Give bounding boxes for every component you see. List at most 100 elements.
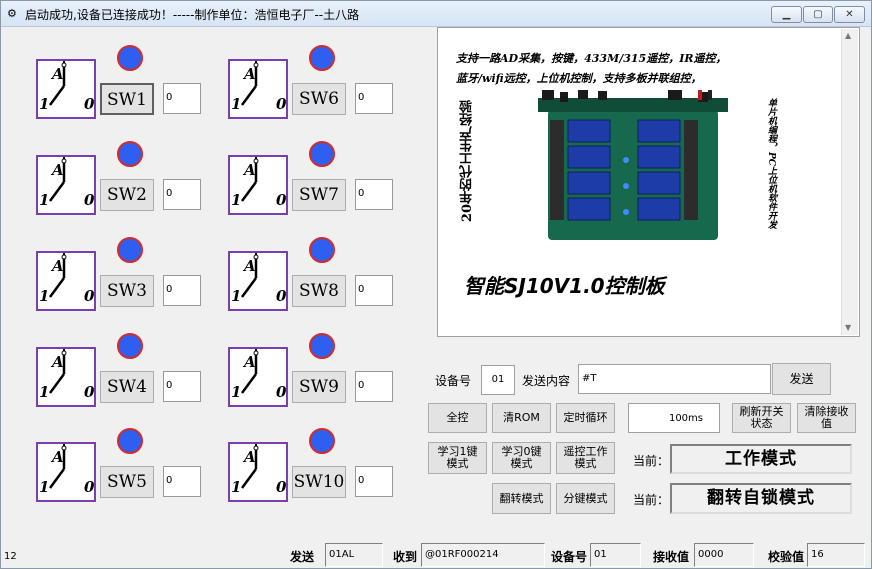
switch-letter-left: 1: [231, 191, 241, 209]
status-led-icon: [309, 237, 335, 263]
switch-value-input-5[interactable]: 0: [163, 466, 201, 497]
switch-letter-right: 0: [276, 95, 286, 113]
switch-letter-left: 1: [39, 191, 49, 209]
status-recv-label: 收到: [393, 550, 418, 564]
refresh-switch-button[interactable]: 刷新开关状态: [732, 403, 791, 433]
all-control-button[interactable]: 全控: [428, 403, 487, 433]
scroll-down-icon[interactable]: ▼: [845, 323, 852, 332]
switch-button-10[interactable]: SW10: [292, 466, 346, 498]
status-bar: 12 发送 01AL 收到 @01RF000214 设备号 01 接收值 000…: [1, 541, 871, 569]
send-content-input[interactable]: #T: [578, 364, 771, 394]
device-no-input[interactable]: 01: [481, 365, 515, 395]
window-title: 启动成功,设备已连接成功！-----制作单位：浩恒电子厂--土八路: [25, 8, 360, 22]
switch-button-9[interactable]: SW9: [292, 371, 346, 403]
banner-vertical-right: 单片机编程，PC上位机软件开发: [766, 98, 776, 229]
status-send-value: 01AL: [325, 543, 383, 567]
switch-letter-left: 1: [231, 383, 241, 401]
switch-letter-left: 1: [39, 95, 49, 113]
switch-value-input-3[interactable]: 0: [163, 275, 201, 306]
flip-mode-button[interactable]: 翻转模式: [492, 483, 551, 514]
switch-letter-right: 0: [84, 191, 94, 209]
app-icon: ⚙: [7, 7, 17, 20]
send-content-label: 发送内容: [522, 374, 571, 388]
switch-letter-left: 1: [231, 95, 241, 113]
switch-letter-right: 0: [84, 383, 94, 401]
status-led-icon: [117, 141, 143, 167]
switch-letter-right: 0: [276, 287, 286, 305]
product-banner: 支持一路AD采集，按键，433M/315遥控，IR遥控， 蓝牙/wifi远控，上…: [437, 27, 860, 337]
switch-button-2[interactable]: SW2: [100, 179, 154, 211]
maximize-button[interactable]: ▢: [803, 6, 833, 23]
switch-value-input-7[interactable]: 0: [355, 179, 393, 210]
switch-letter-right: 0: [276, 478, 286, 496]
banner-line-1: 支持一路AD采集，按键，433M/315遥控，IR遥控，: [456, 52, 727, 65]
switch-button-8[interactable]: SW8: [292, 275, 346, 307]
switch-letter-left: 1: [231, 478, 241, 496]
banner-scrollbar[interactable]: ▲ ▼: [841, 29, 858, 335]
learn0-button[interactable]: 学习0键模式: [492, 442, 551, 474]
banner-title: 智能SJ10V1.0控制板: [464, 274, 665, 298]
status-recv-value: @01RF000214: [421, 543, 545, 567]
switch-letter-left: 1: [39, 478, 49, 496]
switch-button-5[interactable]: SW5: [100, 466, 154, 498]
status-led-icon: [309, 45, 335, 71]
switch-button-4[interactable]: SW4: [100, 371, 154, 403]
learn1-button[interactable]: 学习1键模式: [428, 442, 487, 474]
switch-value-input-6[interactable]: 0: [355, 83, 393, 114]
switch-letter-top: A: [50, 257, 64, 275]
title-bar[interactable]: ⚙ 启动成功,设备已连接成功！-----制作单位：浩恒电子厂--土八路 ▁ ▢ …: [1, 1, 871, 27]
status-device-label: 设备号: [551, 550, 588, 564]
switch-button-3[interactable]: SW3: [100, 275, 154, 307]
switch-value-input-9[interactable]: 0: [355, 371, 393, 402]
switch-letter-top: A: [50, 65, 64, 83]
status-led-icon: [309, 333, 335, 359]
remote-work-button[interactable]: 遥控工作模式: [556, 442, 615, 474]
interval-input[interactable]: 100ms: [628, 403, 720, 433]
switch-letter-right: 0: [84, 95, 94, 113]
status-led-icon: [117, 428, 143, 454]
status-checksum-label: 校验值: [768, 550, 805, 564]
current-mode-label-2: 当前：: [633, 493, 670, 507]
clear-rom-button[interactable]: 清ROM: [492, 403, 551, 433]
split-key-button[interactable]: 分键模式: [556, 483, 615, 514]
minimize-button[interactable]: ▁: [771, 6, 802, 23]
status-recv-val-label: 接收值: [653, 550, 690, 564]
switch-letter-top: A: [242, 448, 256, 466]
switch-letter-top: A: [50, 448, 64, 466]
switch-value-input-8[interactable]: 0: [355, 275, 393, 306]
timer-loop-button[interactable]: 定时循环: [556, 403, 615, 433]
switch-letter-top: A: [242, 257, 256, 275]
current-mode-label-1: 当前：: [633, 454, 670, 468]
switch-button-6[interactable]: SW6: [292, 83, 346, 115]
switch-button-7[interactable]: SW7: [292, 179, 346, 211]
current-mode-display-2: 翻转自锁模式: [670, 483, 852, 514]
switch-value-input-1[interactable]: 0: [163, 83, 201, 114]
banner-vertical-left: 20年的代工生产经验: [460, 100, 475, 223]
switch-letter-left: 1: [231, 287, 241, 305]
switch-value-input-4[interactable]: 0: [163, 371, 201, 402]
status-led-icon: [309, 428, 335, 454]
switch-value-input-10[interactable]: 0: [355, 466, 393, 497]
send-button[interactable]: 发送: [772, 363, 831, 395]
status-counter: 12: [4, 551, 17, 562]
switch-letter-right: 0: [84, 287, 94, 305]
status-led-icon: [117, 45, 143, 71]
status-recv-val-value: 0000: [694, 543, 754, 567]
switch-value-input-2[interactable]: 0: [163, 179, 201, 210]
switch-button-1[interactable]: SW1: [100, 83, 154, 115]
close-button[interactable]: ✕: [834, 6, 865, 23]
switch-letter-top: A: [242, 65, 256, 83]
scroll-up-icon[interactable]: ▲: [845, 31, 852, 40]
switch-letter-top: A: [50, 161, 64, 179]
status-led-icon: [309, 141, 335, 167]
switch-letter-left: 1: [39, 383, 49, 401]
clear-receive-button[interactable]: 清除接收值: [797, 403, 856, 433]
banner-line-2: 蓝牙/wifi远控，上位机控制，支持多板并联组控，: [456, 72, 702, 85]
